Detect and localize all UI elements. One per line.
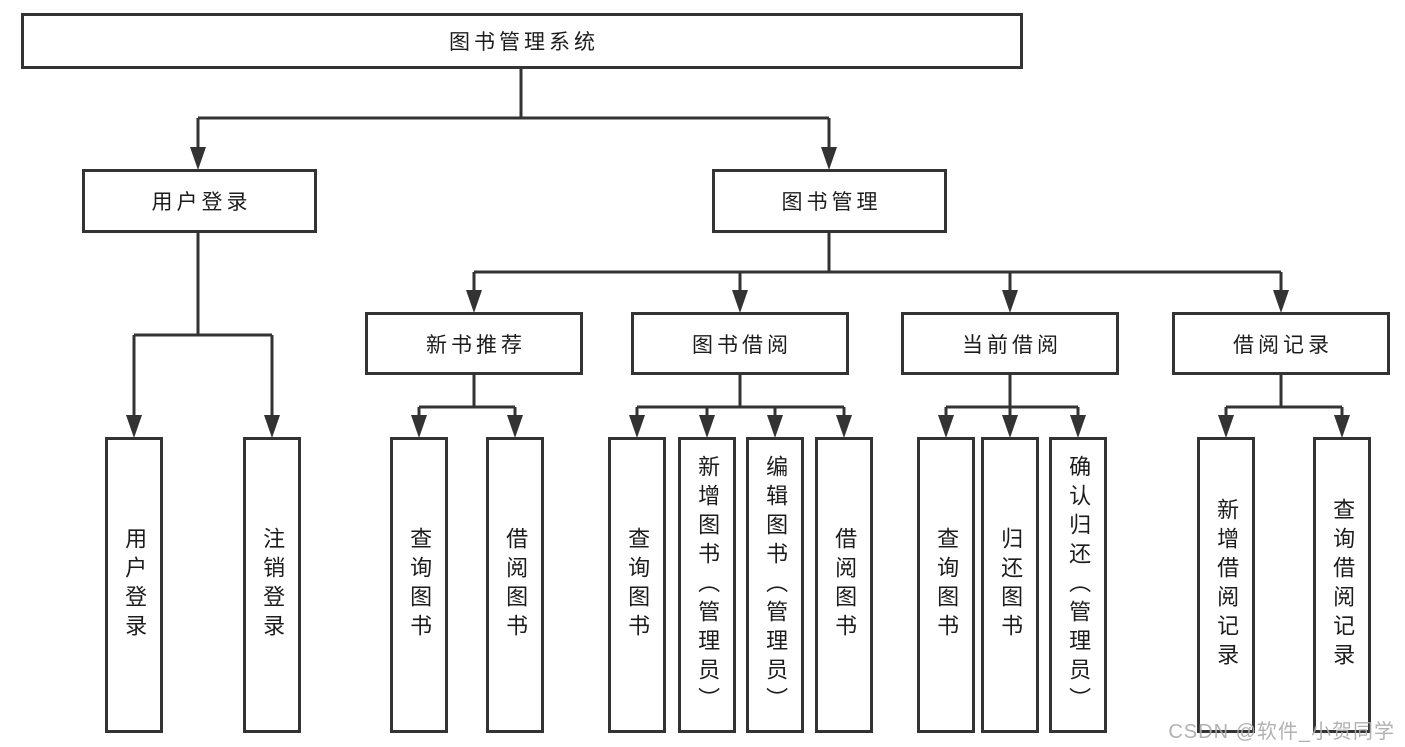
leaf-add-borrow-record: 新增借阅记录 xyxy=(1197,437,1255,733)
leaf-borrow-books-label: 借阅图书 xyxy=(832,527,858,643)
leaf-add-borrow-record-label: 新增借阅记录 xyxy=(1214,498,1240,672)
leaf-logout-label: 注销登录 xyxy=(260,527,286,643)
node-current-borrow: 当前借阅 xyxy=(901,312,1119,375)
node-book-management-label: 图书管理 xyxy=(781,191,882,214)
leaf-borrow-books: 借阅图书 xyxy=(815,437,873,733)
node-borrow-records-label: 借阅记录 xyxy=(1233,333,1333,357)
leaf-query-borrow-record-label: 查询借阅记录 xyxy=(1330,498,1356,672)
leaf-add-book-admin-label: 新增图书（管理员） xyxy=(695,454,721,716)
node-book-borrow: 图书借阅 xyxy=(631,312,849,375)
leaf-return-book-label: 归还图书 xyxy=(998,527,1024,643)
leaf-add-book-admin: 新增图书（管理员） xyxy=(678,437,736,733)
node-book-borrow-label: 图书借阅 xyxy=(692,333,792,357)
leaf-return-book: 归还图书 xyxy=(981,437,1039,733)
leaf-query-books-borrow-label: 查询图书 xyxy=(625,527,651,643)
node-root: 图书管理系统 xyxy=(21,13,1023,69)
leaf-edit-book-admin: 编辑图书（管理员） xyxy=(746,437,804,733)
node-root-label: 图书管理系统 xyxy=(449,31,599,54)
node-user-login-label: 用户登录 xyxy=(151,191,252,214)
leaf-borrow-books-recommend: 借阅图书 xyxy=(486,437,544,733)
leaf-user-login-label: 用户登录 xyxy=(122,527,148,643)
leaf-query-books-recommend: 查询图书 xyxy=(390,437,448,733)
leaf-confirm-return-admin: 确认归还（管理员） xyxy=(1049,437,1107,733)
node-book-management: 图书管理 xyxy=(712,169,947,233)
node-user-login: 用户登录 xyxy=(82,169,317,233)
node-new-book-recommend: 新书推荐 xyxy=(365,312,583,375)
watermark: CSDN @软件_小贺同学 xyxy=(1168,721,1395,743)
leaf-confirm-return-admin-label: 确认归还（管理员） xyxy=(1066,454,1092,716)
leaf-borrow-books-recommend-label: 借阅图书 xyxy=(503,527,529,643)
leaf-query-borrow-record: 查询借阅记录 xyxy=(1313,437,1371,733)
node-current-borrow-label: 当前借阅 xyxy=(962,333,1062,357)
leaf-user-login: 用户登录 xyxy=(105,437,163,733)
node-new-book-recommend-label: 新书推荐 xyxy=(426,333,526,357)
leaf-query-books-recommend-label: 查询图书 xyxy=(407,527,433,643)
leaf-logout: 注销登录 xyxy=(243,437,301,733)
node-borrow-records: 借阅记录 xyxy=(1172,312,1390,375)
leaf-edit-book-admin-label: 编辑图书（管理员） xyxy=(763,454,789,716)
leaf-query-books-current-label: 查询图书 xyxy=(934,527,960,643)
leaf-query-books-current: 查询图书 xyxy=(917,437,975,733)
leaf-query-books-borrow: 查询图书 xyxy=(608,437,666,733)
